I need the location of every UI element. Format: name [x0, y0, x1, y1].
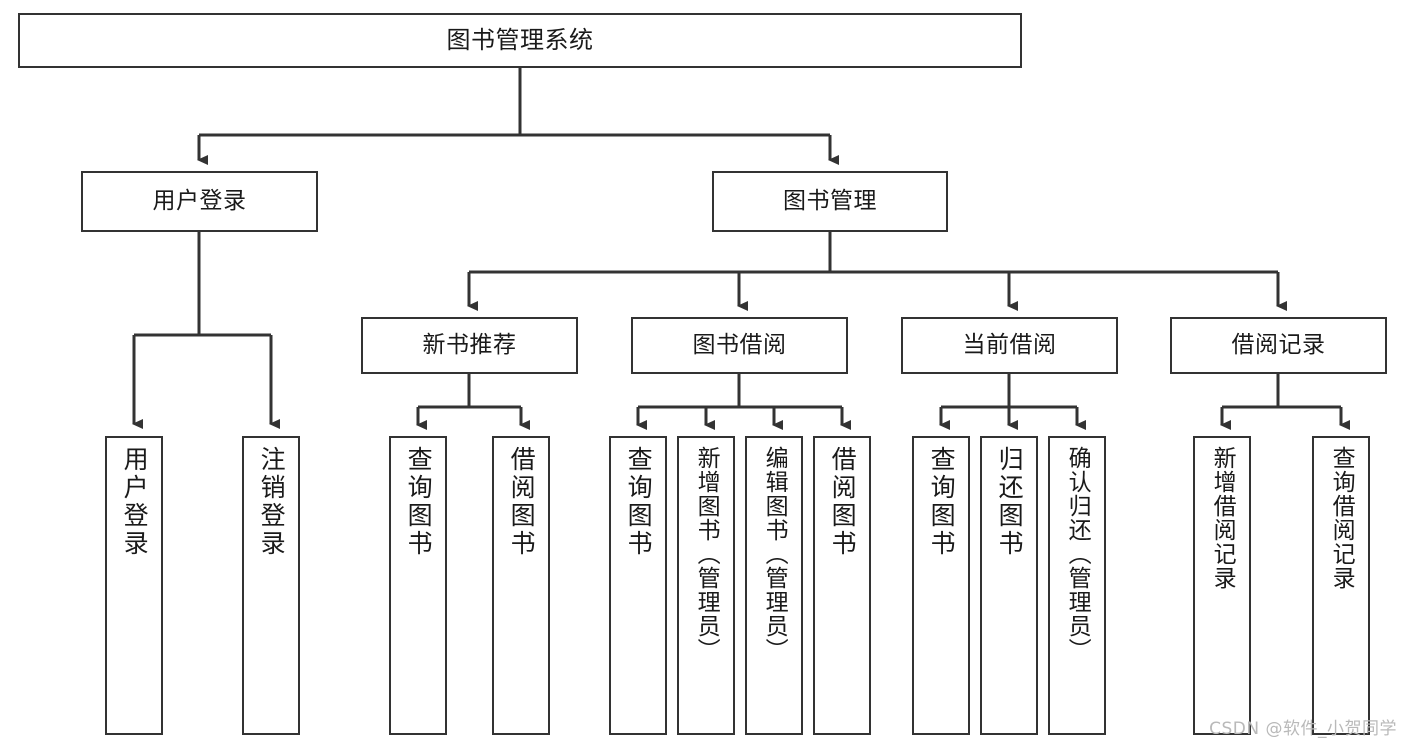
- node-leaf-user-login[interactable]: 用户登录: [105, 436, 163, 735]
- node-leaf-borrow-book-1[interactable]: 借阅图书: [492, 436, 550, 735]
- node-leaf-query-book-1-label: 查询图书: [404, 446, 434, 558]
- node-leaf-add-record[interactable]: 新增借阅记录: [1193, 436, 1251, 735]
- node-book-manage-label: 图书管理: [783, 187, 877, 214]
- node-leaf-user-login-label: 用户登录: [120, 446, 150, 558]
- node-borrow-record[interactable]: 借阅记录: [1170, 317, 1387, 374]
- node-leaf-add-book-label: 新增图书（管理员）: [693, 446, 720, 662]
- node-leaf-query-book-2[interactable]: 查询图书: [609, 436, 667, 735]
- node-leaf-borrow-book-1-label: 借阅图书: [507, 446, 537, 558]
- node-leaf-borrow-book-2[interactable]: 借阅图书: [813, 436, 871, 735]
- node-current-borrow-label: 当前借阅: [962, 331, 1057, 358]
- node-borrow-record-label: 借阅记录: [1231, 331, 1326, 358]
- node-leaf-return-book-label: 归还图书: [995, 446, 1025, 558]
- node-leaf-add-record-label: 新增借阅记录: [1209, 446, 1236, 590]
- node-leaf-return-book[interactable]: 归还图书: [980, 436, 1038, 735]
- node-root-label: 图书管理系统: [446, 26, 594, 55]
- node-current-borrow[interactable]: 当前借阅: [901, 317, 1118, 374]
- node-leaf-query-record[interactable]: 查询借阅记录: [1312, 436, 1370, 735]
- node-leaf-logout[interactable]: 注销登录: [242, 436, 300, 735]
- node-leaf-query-book-3-label: 查询图书: [927, 446, 957, 558]
- node-leaf-query-record-label: 查询借阅记录: [1328, 446, 1355, 590]
- node-user-login[interactable]: 用户登录: [81, 171, 318, 232]
- node-leaf-edit-book-label: 编辑图书（管理员）: [761, 446, 788, 662]
- node-new-book-rec-label: 新书推荐: [422, 331, 517, 358]
- node-book-borrow-label: 图书借阅: [692, 331, 787, 358]
- node-leaf-confirm-return-label: 确认归还（管理员）: [1064, 446, 1091, 662]
- node-new-book-rec[interactable]: 新书推荐: [361, 317, 578, 374]
- node-leaf-edit-book[interactable]: 编辑图书（管理员）: [745, 436, 803, 735]
- node-root[interactable]: 图书管理系统: [18, 13, 1022, 68]
- node-book-manage[interactable]: 图书管理: [712, 171, 948, 232]
- node-leaf-logout-label: 注销登录: [257, 446, 287, 558]
- node-leaf-query-book-3[interactable]: 查询图书: [912, 436, 970, 735]
- watermark-text: CSDN @软件_小贺同学: [1209, 719, 1397, 739]
- node-leaf-add-book[interactable]: 新增图书（管理员）: [677, 436, 735, 735]
- node-user-login-label: 用户登录: [152, 187, 247, 214]
- node-leaf-query-book-2-label: 查询图书: [624, 446, 654, 558]
- node-leaf-confirm-return[interactable]: 确认归还（管理员）: [1048, 436, 1106, 735]
- node-leaf-borrow-book-2-label: 借阅图书: [828, 446, 858, 558]
- node-book-borrow[interactable]: 图书借阅: [631, 317, 848, 374]
- node-leaf-query-book-1[interactable]: 查询图书: [389, 436, 447, 735]
